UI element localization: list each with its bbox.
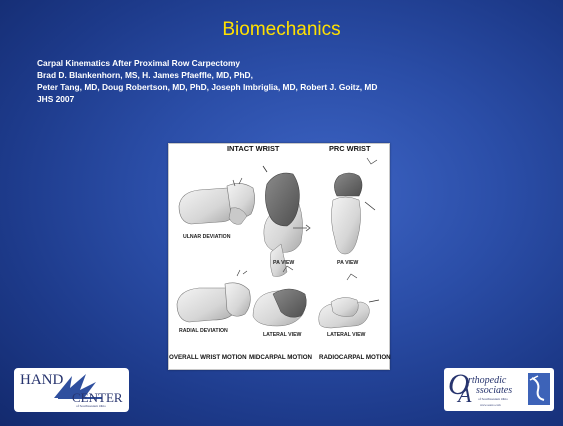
- author-line-1: Brad D. Blankenhorn, MS, H. James Pfaeff…: [37, 69, 547, 81]
- ulnar-deviation-bones: [179, 178, 255, 224]
- heading-prc-wrist: PRC WRIST: [329, 144, 370, 153]
- logo-left-subtitle: of Southwestern Ohio: [76, 404, 106, 408]
- author-line-2: Peter Tang, MD, Doug Robertson, MD, PhD,…: [37, 81, 547, 93]
- hand-center-logo: HAND CENTER of Southwestern Ohio: [14, 368, 129, 412]
- citation-block: Carpal Kinematics After Proximal Row Car…: [37, 57, 547, 105]
- label-pa-view-intact: PA VIEW: [273, 260, 294, 266]
- label-lateral-view-prc: LATERAL VIEW: [327, 332, 365, 338]
- logo-right-subtitle: of Southwestern Ohio: [478, 397, 508, 401]
- logo-right-url: www.oaswo.com: [480, 403, 501, 407]
- caption-overall-wrist-motion: OVERALL WRIST MOTION: [169, 354, 247, 361]
- radial-deviation-bones: [177, 270, 250, 322]
- logo-associates-text: ssociates: [476, 385, 512, 396]
- lateral-view-prc-bones: [319, 274, 379, 328]
- heading-intact-wrist: INTACT WRIST: [227, 144, 279, 153]
- pa-view-prc-bones: [331, 158, 377, 254]
- label-radial-deviation: RADIAL DEVIATION: [179, 328, 228, 334]
- label-lateral-view-intact: LATERAL VIEW: [263, 332, 301, 338]
- label-pa-view-prc: PA VIEW: [337, 260, 358, 266]
- orthopedic-associates-logo: O A rthopedic ssociates of Southwestern …: [444, 368, 554, 411]
- label-ulnar-deviation: ULNAR DEVIATION: [183, 234, 230, 240]
- journal-year: JHS 2007: [37, 93, 547, 105]
- slide-title: Biomechanics: [0, 19, 563, 41]
- paper-title: Carpal Kinematics After Proximal Row Car…: [37, 57, 547, 69]
- caption-radiocarpal-motion: RADIOCARPAL MOTION: [319, 354, 391, 361]
- wrist-motion-figure: INTACT WRIST PRC WRIST ULNAR DEVIATION P…: [168, 143, 390, 370]
- logo-hand-text: HAND: [20, 372, 63, 389]
- caption-midcarpal-motion: MIDCARPAL MOTION: [249, 354, 312, 361]
